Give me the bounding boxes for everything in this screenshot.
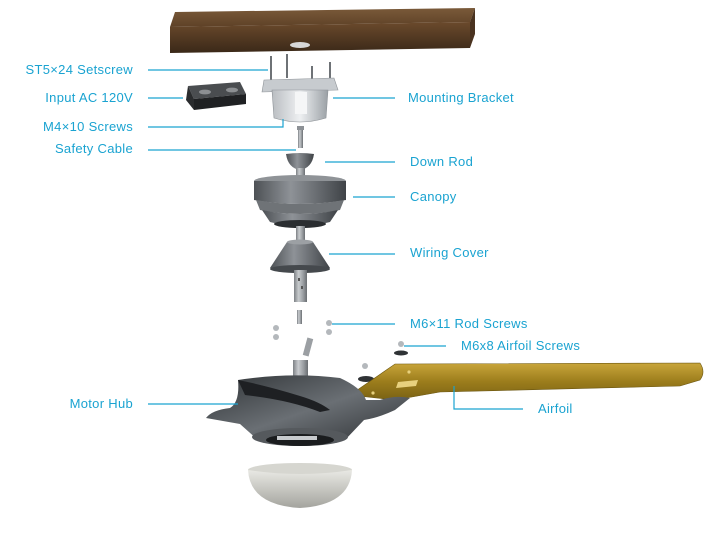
label-down-rod: Down Rod	[410, 154, 474, 169]
label-rod-screws: M6×11 Rod Screws	[410, 316, 528, 331]
ceiling-joist	[170, 8, 475, 53]
junction-box	[186, 82, 246, 110]
down-rod	[286, 153, 314, 180]
label-mounting-bracket: Mounting Bracket	[408, 90, 514, 105]
wiring-cover	[270, 239, 330, 273]
leader-m4-screws	[148, 119, 284, 128]
light-cover	[248, 463, 352, 508]
label-safety-cable: Safety Cable	[54, 141, 133, 156]
mounting-bracket	[261, 54, 339, 123]
airfoil	[349, 362, 704, 401]
label-input-ac: Input AC 120V	[45, 90, 133, 105]
label-motor-hub: Motor Hub	[69, 396, 133, 411]
label-setscrew: ST5×24 Setscrew	[25, 62, 133, 77]
label-airfoil: Airfoil	[538, 401, 573, 416]
label-m4-screws: M4×10 Screws	[43, 119, 133, 134]
rod-screws	[273, 320, 332, 340]
down-rod-shaft	[296, 226, 305, 242]
leader-airfoil	[453, 386, 523, 410]
leader-lines	[148, 69, 523, 410]
canopy	[254, 175, 346, 228]
lower-rod	[294, 270, 307, 324]
wire-connector	[302, 337, 314, 357]
airfoil-screws	[358, 341, 408, 382]
label-airfoil-screws: M6x8 Airfoil Screws	[461, 338, 581, 353]
label-canopy: Canopy	[410, 189, 457, 204]
safety-cable	[297, 126, 304, 148]
label-wiring-cover: Wiring Cover	[410, 245, 489, 260]
motor-hub	[206, 360, 410, 446]
